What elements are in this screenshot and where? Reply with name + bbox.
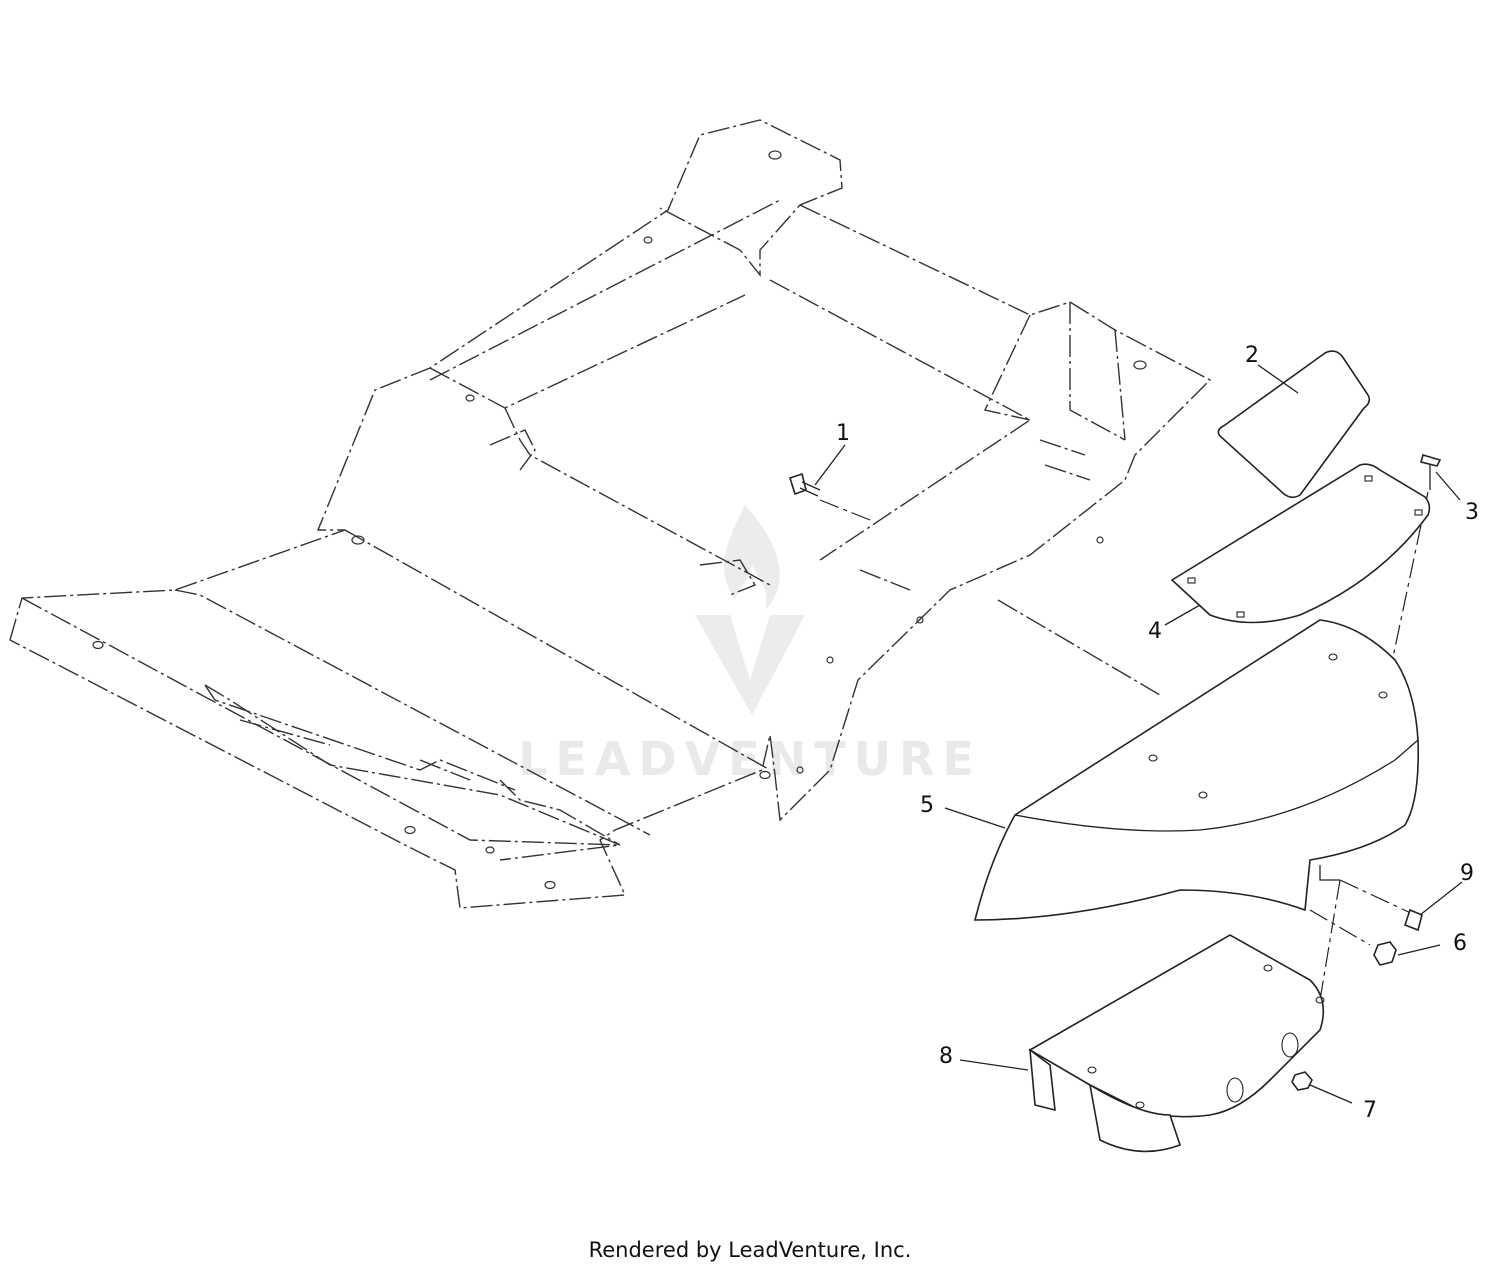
footer-credit: Rendered by LeadVenture, Inc. [588, 1238, 912, 1262]
part-7-nut [1291, 1071, 1353, 1104]
part-5-shroud [944, 619, 1420, 1001]
parts-diagram: LEADVENTURE [9, 119, 1479, 1153]
callout-1[interactable]: 1 [836, 421, 850, 446]
callout-3[interactable]: 3 [1465, 500, 1479, 525]
part-1-bolt [789, 444, 871, 521]
callout-5[interactable]: 5 [920, 793, 934, 818]
callout-7[interactable]: 7 [1363, 1098, 1377, 1123]
callout-8[interactable]: 8 [939, 1044, 953, 1069]
callout-4[interactable]: 4 [1148, 619, 1162, 644]
part-8-bracket [959, 934, 1325, 1153]
mower-frame [9, 119, 1212, 909]
watermark: LEADVENTURE [518, 505, 974, 786]
callout-labels: 1 2 3 4 5 6 7 8 9 [836, 343, 1479, 1123]
part-9-screw [1403, 881, 1463, 932]
leadventure-flame-logo-icon [695, 505, 805, 715]
part-4-cover-plate [1164, 463, 1431, 626]
callout-2[interactable]: 2 [1245, 343, 1259, 368]
callout-6[interactable]: 6 [1453, 931, 1467, 956]
part-6-nut [1373, 941, 1441, 966]
callout-9[interactable]: 9 [1460, 861, 1474, 886]
part-2-decal [1217, 350, 1371, 499]
